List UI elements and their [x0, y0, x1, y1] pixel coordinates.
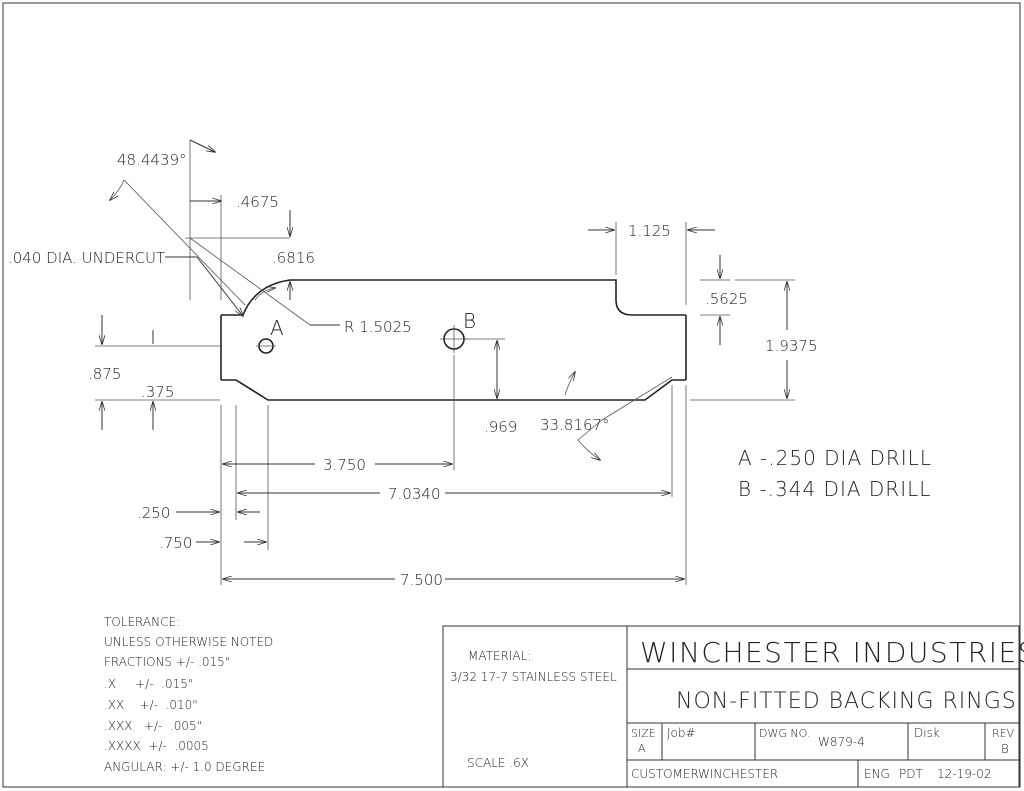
- dim-3750: 3.750: [323, 456, 366, 474]
- rev-value: B: [1001, 742, 1009, 756]
- label-b: B: [463, 309, 477, 333]
- dim-969: .969: [484, 418, 517, 436]
- disk-label: Disk: [914, 726, 940, 740]
- dim-5625: .5625: [705, 290, 748, 308]
- tolerance-line-5: .XXX +/- .005": [104, 719, 202, 733]
- customer-value: WINCHESTER: [698, 767, 778, 781]
- dim-250: .250: [137, 504, 170, 522]
- label-a: A: [270, 316, 285, 340]
- drill-notes: A -.250 DIA DRILL B -.344 DIA DRILL: [738, 446, 932, 501]
- dim-radius: R 1.5025: [344, 318, 412, 336]
- dim-1125: 1.125: [628, 222, 671, 240]
- eng-value: PDT: [899, 767, 923, 781]
- scale-label: SCALE .6X: [467, 756, 529, 770]
- dwg-label: DWG NO.: [759, 727, 810, 740]
- dimension-labels: 48.4439° .4675 .040 DIA. UNDERCUT .6816 …: [8, 151, 818, 589]
- dim-70340: 7.0340: [388, 485, 441, 503]
- note-drill-a: A -.250 DIA DRILL: [738, 446, 932, 470]
- size-value: A: [638, 742, 646, 755]
- material-value: 3/32 17-7 STAINLESS STEEL: [450, 670, 617, 684]
- tolerance-heading: TOLERANCE:: [104, 615, 180, 629]
- part-outline: [220, 279, 687, 401]
- job-label: Job#: [667, 726, 696, 740]
- title-block: MATERIAL: 3/32 17-7 STAINLESS STEEL SCAL…: [442, 625, 1024, 788]
- tolerance-line-6: .XXXX +/- .0005: [104, 739, 209, 753]
- tolerance-line-1: UNLESS OTHERWISE NOTED: [104, 635, 273, 649]
- dim-angle-bottom: 33.8167°: [540, 416, 610, 434]
- tolerance-line-3: .X +/- .015": [104, 677, 193, 691]
- dim-19375: 1.9375: [765, 337, 818, 355]
- dim-750: .750: [159, 534, 192, 552]
- dim-undercut: .040 DIA. UNDERCUT: [8, 249, 165, 267]
- dim-4675: .4675: [236, 193, 279, 211]
- dim-angle-top: 48.4439°: [117, 151, 187, 169]
- size-label: SIZE: [631, 727, 656, 740]
- rev-label: REV: [992, 727, 1015, 740]
- company-name: WINCHESTER INDUSTRIES INC.: [640, 636, 1024, 669]
- tolerance-line-2: FRACTIONS +/- .015": [104, 655, 230, 669]
- tolerance-line-7: ANGULAR: +/- 1.0 DEGREE: [104, 760, 265, 774]
- tolerance-block: TOLERANCE: UNLESS OTHERWISE NOTED FRACTI…: [104, 615, 273, 774]
- date-value: 12-19-02: [937, 767, 991, 781]
- part-name: NON-FITTED BACKING RINGS GAGE: [676, 689, 1024, 714]
- dwg-value: W879-4: [818, 735, 865, 749]
- dim-875: .875: [88, 365, 121, 383]
- dim-6816: .6816: [272, 249, 315, 267]
- customer-label: CUSTOMER: [631, 767, 699, 781]
- dimension-lines: [95, 139, 795, 585]
- note-drill-b: B -.344 DIA DRILL: [738, 477, 931, 501]
- dim-7500: 7.500: [400, 571, 443, 589]
- hole-a: [256, 338, 276, 354]
- tolerance-line-4: .XX +/- .010": [104, 698, 198, 712]
- material-label: MATERIAL:: [468, 649, 531, 663]
- eng-label: ENG: [864, 767, 890, 781]
- dim-375: .375: [141, 383, 174, 401]
